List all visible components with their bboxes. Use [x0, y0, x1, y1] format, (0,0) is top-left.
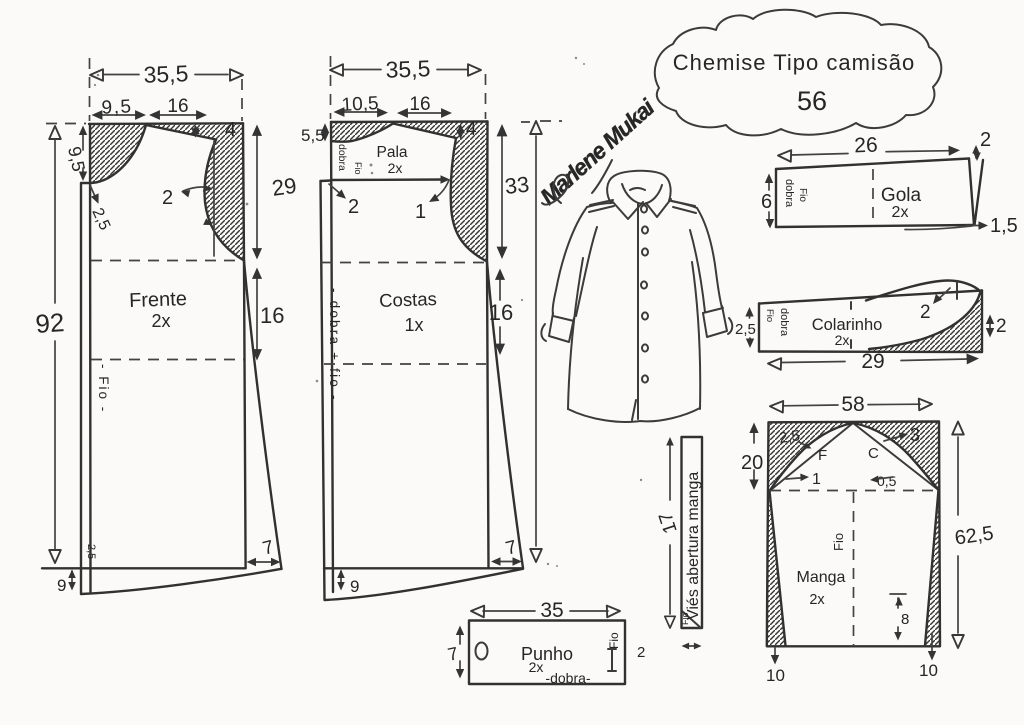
svg-text:35,5: 35,5	[385, 55, 431, 83]
svg-text:Colarinho: Colarinho	[812, 316, 883, 334]
svg-text:Viés abertura manga: Viés abertura manga	[685, 472, 702, 620]
svg-text:Costas: Costas	[379, 288, 437, 311]
svg-text:26: 26	[854, 134, 878, 158]
svg-text:16: 16	[409, 94, 430, 115]
svg-text:2,5: 2,5	[85, 544, 97, 559]
svg-text:1x: 1x	[404, 315, 423, 335]
svg-text:56: 56	[797, 86, 827, 116]
svg-text:8: 8	[901, 611, 909, 628]
svg-text:16: 16	[260, 303, 284, 328]
svg-text:dobra: dobra	[783, 179, 795, 208]
svg-text:7: 7	[446, 643, 460, 665]
svg-text:35,5: 35,5	[143, 60, 189, 88]
svg-text:10: 10	[919, 661, 938, 680]
svg-text:Manga: Manga	[797, 569, 846, 586]
svg-text:2: 2	[920, 302, 931, 323]
svg-text:2: 2	[348, 196, 359, 218]
svg-text:Punho: Punho	[521, 644, 573, 664]
svg-text:20: 20	[741, 452, 763, 474]
svg-text:16: 16	[167, 96, 188, 117]
svg-text:F: F	[818, 447, 827, 464]
svg-text:Chemise Tipo camisão: Chemise Tipo camisão	[673, 50, 916, 75]
svg-text:5,5: 5,5	[301, 126, 325, 145]
svg-text:Fio: Fio	[797, 188, 808, 202]
svg-text:7: 7	[504, 537, 519, 560]
svg-text:16: 16	[489, 300, 513, 325]
svg-text:4: 4	[225, 119, 236, 141]
svg-text:62,5: 62,5	[953, 522, 995, 549]
svg-text:9,5: 9,5	[64, 145, 89, 174]
svg-text:-dobra-: -dobra-	[545, 670, 590, 686]
svg-text:2: 2	[980, 129, 991, 151]
svg-text:2,5: 2,5	[778, 427, 801, 447]
svg-text:Fio: Fio	[353, 162, 363, 175]
svg-text:7: 7	[261, 537, 276, 560]
svg-text:Fio: Fio	[607, 632, 621, 649]
svg-text:9: 9	[57, 576, 66, 595]
svg-text:2: 2	[996, 316, 1007, 337]
svg-text:92: 92	[34, 307, 65, 339]
svg-text:2x: 2x	[809, 592, 825, 608]
svg-text:4: 4	[466, 119, 477, 140]
svg-text:2: 2	[162, 187, 173, 209]
svg-text:1,5: 1,5	[990, 215, 1018, 237]
svg-text:2,5: 2,5	[735, 321, 756, 338]
svg-text:2,5: 2,5	[88, 206, 113, 233]
svg-text:2x: 2x	[529, 659, 544, 675]
svg-text:17: 17	[655, 509, 682, 536]
svg-text:9,5: 9,5	[101, 96, 133, 119]
svg-text:0,5: 0,5	[877, 473, 897, 489]
svg-text:2x: 2x	[892, 204, 909, 221]
svg-text:1: 1	[415, 201, 426, 223]
svg-text:- dobra + fio -: - dobra + fio -	[327, 288, 342, 402]
svg-text:29: 29	[861, 350, 884, 373]
svg-text:6: 6	[761, 191, 772, 213]
svg-text:2x: 2x	[388, 160, 403, 176]
svg-text:10,5: 10,5	[341, 93, 379, 116]
svg-text:Fio: Fio	[680, 612, 690, 625]
svg-text:3: 3	[910, 425, 920, 445]
svg-text:58: 58	[841, 393, 864, 416]
svg-text:29: 29	[270, 173, 298, 201]
svg-text:10: 10	[766, 666, 785, 685]
svg-text:2: 2	[637, 644, 645, 661]
svg-text:Fio: Fio	[831, 533, 846, 551]
svg-text:dobra: dobra	[336, 144, 348, 171]
svg-text:1: 1	[812, 471, 821, 488]
svg-text:2x: 2x	[151, 311, 170, 331]
svg-text:33: 33	[504, 172, 531, 199]
svg-text:Frente: Frente	[129, 288, 188, 312]
svg-text:dobra: dobra	[778, 308, 790, 337]
svg-text:Fio: Fio	[764, 309, 775, 322]
svg-text:- Fio -: - Fio -	[96, 364, 111, 413]
svg-text:Gola: Gola	[881, 185, 922, 206]
svg-text:2x: 2x	[835, 332, 850, 348]
svg-text:Pala: Pala	[376, 144, 407, 161]
svg-text:C: C	[868, 445, 879, 462]
svg-text:9: 9	[350, 577, 359, 596]
svg-text:35: 35	[540, 599, 563, 622]
